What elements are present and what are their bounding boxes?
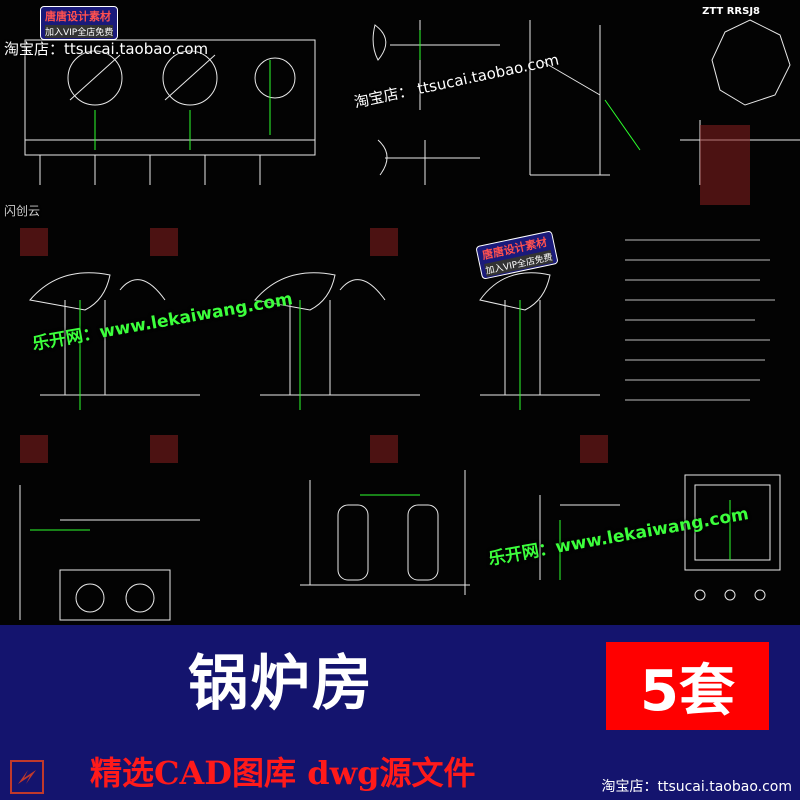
page-title: 锅炉房	[188, 649, 374, 719]
cad-linework	[19, 19, 800, 621]
badge-title: 唐唐设计素材	[45, 10, 111, 23]
cad-drawing-preview: ZTT RRSJ8 淘宝店：ttsucai.taobao.com 淘宝店： tt…	[4, 6, 800, 621]
brand-logo-icon	[10, 760, 44, 794]
banner-subtitle: 精选CAD图库 dwg源文件	[90, 754, 476, 792]
set-count-badge: 5套	[606, 642, 769, 730]
drawing-code-tag: ZTT RRSJ8	[702, 6, 760, 17]
shop-footer: 淘宝店：ttsucai.taobao.com	[601, 779, 792, 795]
design-badge: 唐唐设计素材 加入VIP全店免费	[40, 6, 119, 40]
brand-watermark: 闪创云	[4, 204, 41, 218]
shop-watermark: 淘宝店：ttsucai.taobao.com	[4, 40, 209, 58]
badge-subtitle: 加入VIP全店免费	[45, 25, 114, 38]
